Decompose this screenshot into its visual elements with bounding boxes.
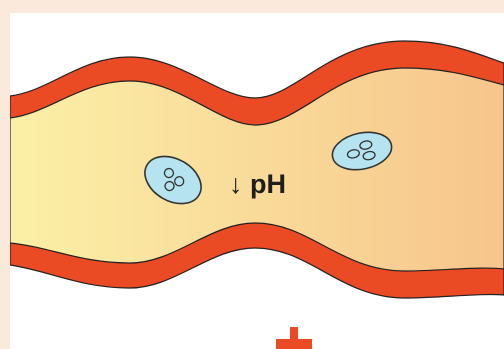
ph-label: ↓ pH xyxy=(229,169,286,199)
cross-marker-bar xyxy=(276,339,312,349)
vessel-diagram: ↓ pH xyxy=(10,13,504,349)
diagram-panel: ↓ pH xyxy=(10,13,504,349)
